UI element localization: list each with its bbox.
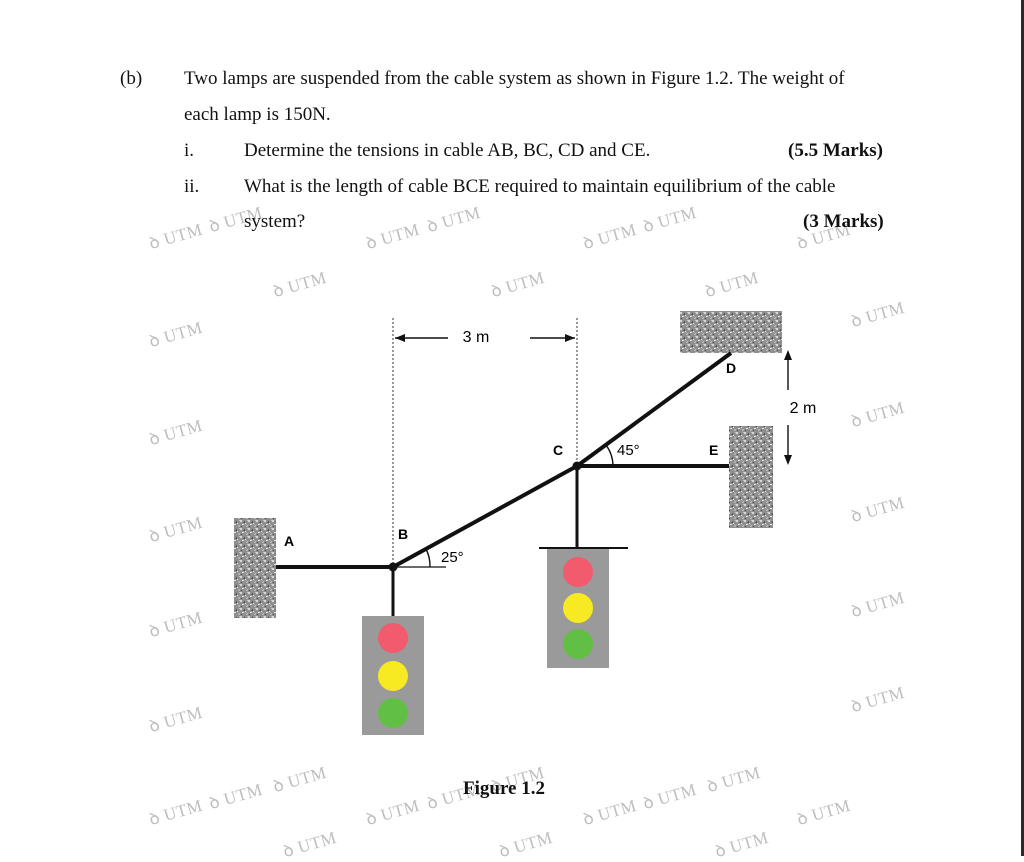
point-label-C: C (553, 442, 563, 458)
dimension-3m-label: 3 m (463, 329, 490, 346)
part-label: (b) (120, 68, 143, 89)
arrowhead-left (395, 334, 405, 342)
item-text-i: Determine the tensions in cable AB, BC, … (244, 140, 651, 161)
angle-C-label: 45° (617, 442, 640, 459)
yellow-light (563, 593, 593, 623)
traffic-lamp-C (547, 549, 609, 668)
green-light (378, 698, 408, 728)
ceiling-D (680, 311, 782, 353)
point-label-D: D (726, 360, 736, 376)
joint-B (388, 562, 398, 572)
red-light (563, 557, 593, 587)
point-label-E: E (709, 442, 718, 458)
figure-caption: Figure 1.2 (463, 778, 545, 799)
red-light (378, 623, 408, 653)
arrowhead-down (784, 455, 792, 465)
green-light (563, 629, 593, 659)
item-text-ii-line2: system? (244, 211, 306, 232)
angle-C-arc (605, 444, 614, 467)
cable-CD (575, 351, 733, 468)
item-number-i: i. (184, 140, 195, 161)
cable-BC (392, 464, 578, 569)
item-marks-i: (5.5 Marks) (788, 140, 883, 161)
item-marks-ii: (3 Marks) (803, 211, 884, 232)
arrowhead-right (565, 334, 575, 342)
point-label-A: A (284, 533, 294, 549)
item-text-ii-line1: What is the length of cable BCE required… (244, 176, 836, 197)
joint-C (572, 461, 582, 471)
wall-A (234, 518, 276, 618)
page-border (1021, 0, 1024, 856)
question-intro-line2: each lamp is 150N. (184, 104, 331, 125)
arrowhead-up (784, 350, 792, 360)
question-intro-line1: Two lamps are suspended from the cable s… (184, 68, 845, 89)
traffic-lamp-B (362, 616, 424, 735)
angle-B-label: 25° (441, 549, 464, 566)
wall-E (729, 426, 773, 528)
angle-B-arc (425, 548, 431, 568)
yellow-light (378, 661, 408, 691)
dimension-2m-label: 2 m (790, 400, 817, 417)
item-number-ii: ii. (184, 176, 200, 197)
point-label-B: B (398, 526, 408, 542)
